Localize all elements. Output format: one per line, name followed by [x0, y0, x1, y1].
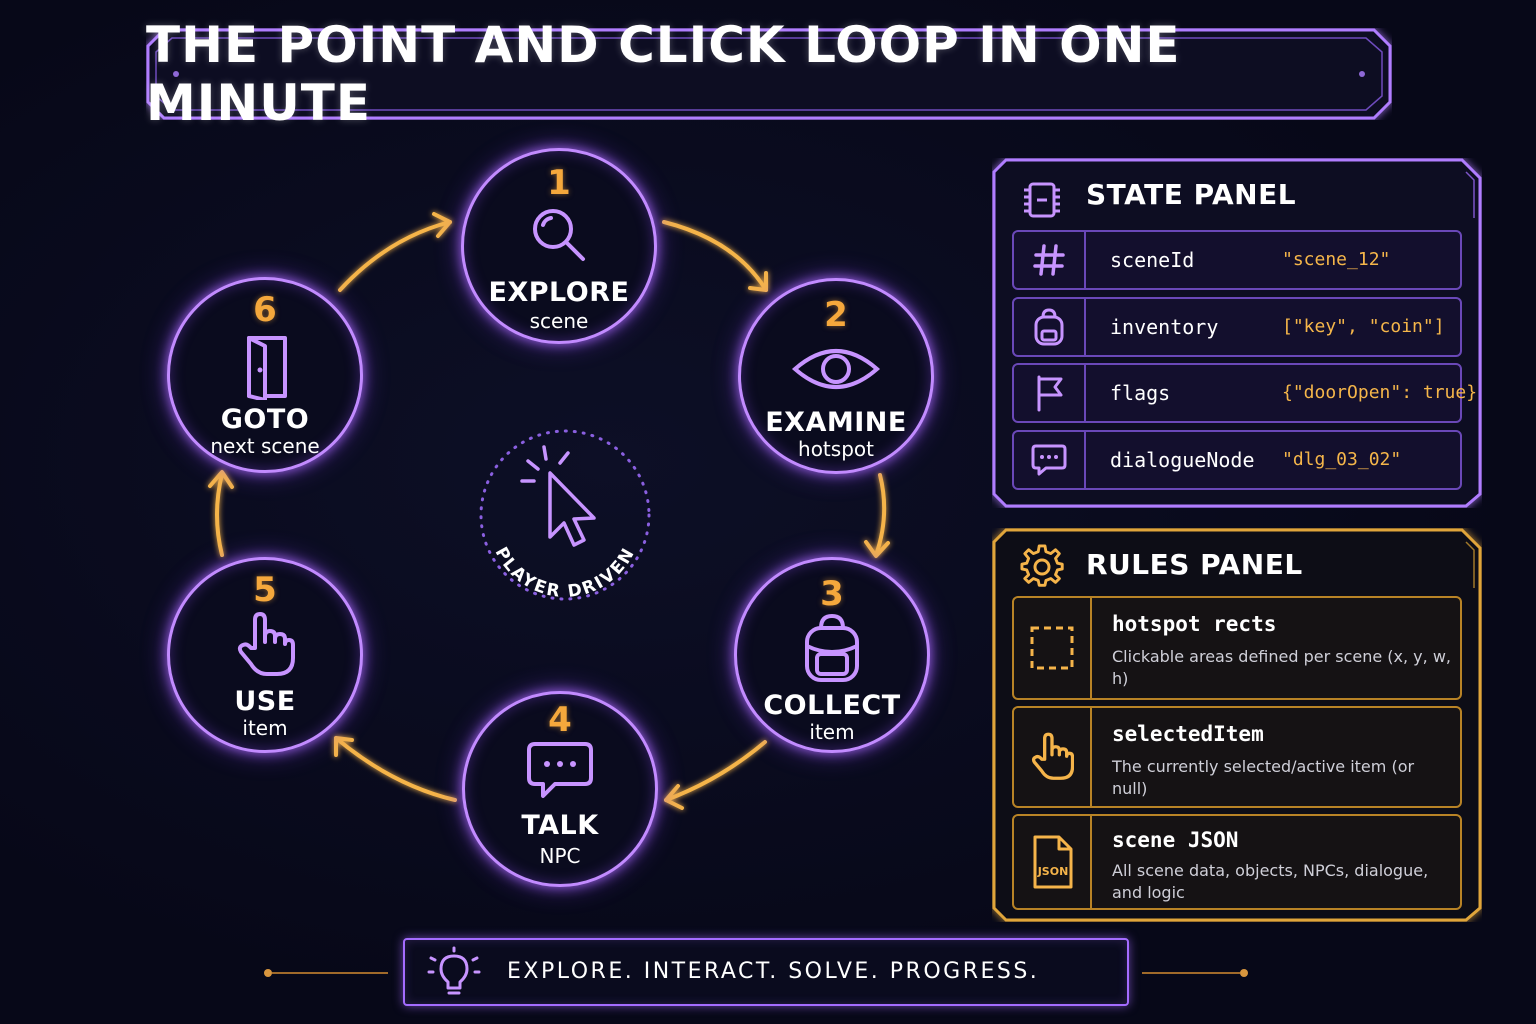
arrow-4-to-5-head — [334, 736, 354, 757]
step-sublabel: next scene — [210, 434, 320, 458]
state-panel-frame — [992, 158, 1482, 508]
rules-panel: RULES PANEL hotspot rects Clickable area… — [992, 528, 1482, 922]
backpack-icon — [797, 612, 867, 688]
state-value: {"doorOpen": true} — [1282, 382, 1478, 403]
rules-panel-frame — [992, 528, 1482, 922]
title-banner: THE POINT AND CLICK LOOP IN ONE MINUTE — [146, 16, 1392, 132]
step-number: 6 — [253, 290, 277, 330]
arrow-2-to-3 — [874, 473, 887, 557]
arrow-3-to-4-head — [664, 784, 684, 810]
step-collect[interactable]: 3 COLLECT item — [734, 557, 930, 753]
state-row-flags: flags {"doorOpen": true} — [1012, 363, 1477, 423]
step-use[interactable]: 5 USE item — [167, 557, 363, 753]
flag-icon — [1014, 365, 1086, 421]
rule-description: Clickable areas defined per scene (x, y,… — [1112, 647, 1451, 688]
footer-line-left — [272, 972, 388, 974]
state-key: dialogueNode — [1110, 448, 1255, 472]
step-label: USE — [234, 686, 296, 717]
state-panel-title: STATE PANEL — [1086, 178, 1297, 211]
state-value: "dlg_03_02" — [1282, 449, 1402, 470]
step-sublabel: item — [242, 716, 288, 740]
arrow-1-to-2 — [662, 220, 768, 292]
arrow-4-to-5 — [334, 736, 457, 802]
step-number: 4 — [548, 700, 572, 740]
rule-row-scene-json: JSON scene JSON All scene data, objects,… — [1012, 814, 1462, 910]
step-number: 3 — [820, 574, 844, 614]
arrow-1-to-2-head — [748, 271, 768, 292]
state-key: flags — [1110, 381, 1171, 405]
step-examine[interactable]: 2 EXAMINE hotspot — [738, 278, 934, 474]
step-sublabel: NPC — [539, 844, 581, 868]
rule-key: scene JSON — [1112, 828, 1239, 852]
pointing-hand-icon — [1014, 708, 1092, 806]
gear-icon — [1020, 544, 1064, 592]
json-icon-text: JSON — [1037, 865, 1069, 878]
footer-line-right — [1142, 972, 1240, 974]
eye-icon — [791, 343, 881, 399]
arrow-6-to-1-head — [432, 212, 452, 238]
cursor-click-icon — [520, 445, 596, 547]
state-value: ["key", "coin"] — [1282, 316, 1445, 337]
rule-description: The currently selected/active item (or n… — [1112, 757, 1415, 798]
arrow-3-to-4 — [664, 740, 767, 802]
state-key: sceneId — [1110, 248, 1195, 272]
player-driven-hub: PLAYER DRIVEN — [470, 425, 660, 615]
step-label: EXAMINE — [765, 407, 907, 438]
backpack-icon — [1014, 299, 1086, 355]
hash-icon — [1014, 232, 1086, 288]
magnifier-icon — [527, 203, 591, 271]
step-number: 1 — [547, 163, 571, 203]
footer-dot-left — [264, 969, 272, 977]
step-explore[interactable]: 1 EXPLORE scene — [461, 148, 657, 344]
step-number: 5 — [253, 570, 277, 610]
arrow-2-to-3-head — [864, 540, 890, 558]
step-number: 2 — [824, 295, 848, 335]
arrow-5-to-6 — [215, 472, 224, 557]
speech-bubble-icon — [525, 738, 595, 806]
lightbulb-icon — [427, 946, 481, 1002]
step-talk[interactable]: 4 TALK NPC — [462, 691, 658, 887]
pointing-hand-icon — [235, 612, 295, 682]
json-file-icon: JSON — [1014, 816, 1092, 908]
dashed-rect-icon — [1014, 598, 1092, 698]
step-label: EXPLORE — [488, 277, 630, 308]
state-key: inventory — [1110, 315, 1219, 339]
footer-dot-right — [1240, 969, 1248, 977]
step-sublabel: hotspot — [798, 437, 874, 461]
state-row-sceneid: sceneId "scene_12" — [1012, 230, 1462, 290]
door-icon — [239, 334, 291, 404]
state-row-inventory: inventory ["key", "coin"] — [1012, 297, 1462, 357]
rule-key: selectedItem — [1112, 722, 1264, 746]
rule-row-hotspot-rects: hotspot rects Clickable areas defined pe… — [1012, 596, 1462, 700]
footer-tagline: EXPLORE. INTERACT. SOLVE. PROGRESS. REPE… — [507, 959, 1040, 1024]
step-label: TALK — [521, 810, 599, 841]
state-panel: STATE PANEL sceneId "scene_12" inventory… — [992, 158, 1482, 508]
footer-banner: EXPLORE. INTERACT. SOLVE. PROGRESS. REPE… — [403, 938, 1129, 1024]
rule-key: hotspot rects — [1112, 612, 1277, 636]
rule-description: All scene data, objects, NPCs, dialogue,… — [1112, 861, 1429, 902]
arrow-5-to-6-head — [208, 470, 234, 489]
arrow-6-to-1 — [338, 220, 452, 292]
chat-icon — [1014, 432, 1086, 488]
rule-row-selecteditem: selectedItem The currently selected/acti… — [1012, 706, 1462, 808]
step-sublabel: item — [809, 720, 855, 744]
step-sublabel: scene — [529, 309, 589, 333]
step-goto[interactable]: 6 GOTO next scene — [167, 277, 363, 473]
step-label: GOTO — [220, 404, 310, 435]
step-label: COLLECT — [763, 690, 901, 721]
title-frame — [146, 28, 1392, 120]
hub-label: PLAYER DRIVEN — [491, 544, 640, 602]
state-value: "scene_12" — [1282, 249, 1391, 270]
rules-panel-title: RULES PANEL — [1086, 548, 1303, 581]
state-row-dialoguenode: dialogueNode "dlg_03_02" — [1012, 430, 1462, 490]
chip-icon — [1020, 178, 1064, 226]
